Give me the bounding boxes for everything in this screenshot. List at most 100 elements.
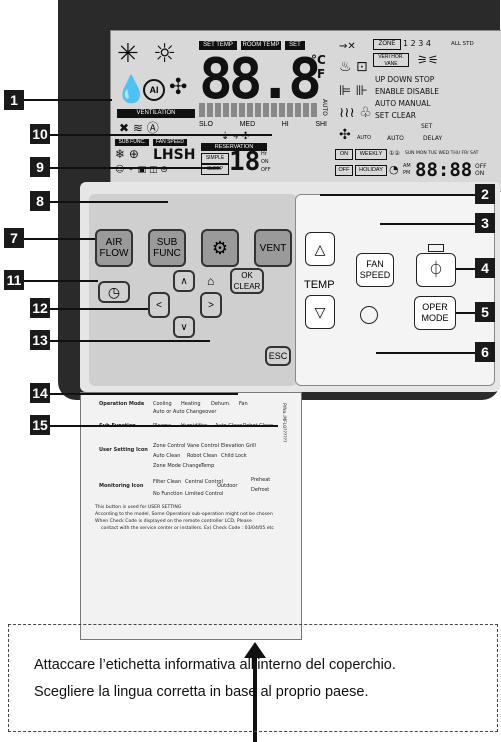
callout-14: 14 [30, 383, 50, 403]
air-flow-label: AIR FLOW [99, 237, 129, 259]
ventilation-label: VENTILATION [117, 109, 195, 118]
up-down-stop: UP DOWN STOP [375, 75, 435, 84]
room-temp-label: ROOM TEMP [241, 41, 281, 50]
right-button[interactable]: > [200, 292, 222, 318]
oper-mode-label: OPER MODE [421, 302, 449, 323]
user-setting-button[interactable]: ⚙ [201, 229, 239, 267]
weekly-label: WEEKLY [355, 149, 387, 160]
leader-14 [50, 393, 238, 395]
ok-clear-label: OK CLEAR [233, 271, 261, 291]
up-button[interactable]: ∧ [173, 270, 195, 292]
leader-1 [24, 99, 112, 101]
reservation-hr: Hr [261, 151, 267, 157]
callout-6: 6 [475, 342, 495, 362]
fan-speed-value: LHSH [153, 147, 196, 163]
right-button-area [295, 194, 495, 386]
down-button[interactable]: ∨ [173, 316, 195, 338]
triangle-up-icon: △ [314, 240, 326, 257]
leader-8 [50, 201, 168, 203]
callout-9: 9 [30, 157, 50, 177]
status-icons-row: ☺ ⚬ ▣ ◫ ⊝ [115, 165, 168, 175]
sub-func-icons: ❄ ⊕ [115, 147, 139, 161]
note-contact: contact with the service center or insta… [101, 526, 274, 531]
leader-13 [50, 340, 210, 342]
sub-func-button[interactable]: SUB FUNC [148, 229, 186, 267]
temp-up-button[interactable]: △ [305, 232, 335, 266]
callout-2: 2 [475, 184, 495, 204]
fan-level-med: MED [239, 121, 256, 128]
leader-3 [380, 223, 475, 225]
ai-icon: AI [143, 79, 165, 101]
dehumidify-icon: 💧 [115, 75, 148, 105]
gear-icon: ⚙ [211, 237, 229, 258]
user-setting-heading: User Setting Icon [99, 447, 148, 453]
clock-icon: ◔ [389, 163, 399, 176]
leader-10 [50, 134, 272, 136]
sub-func-lcd-label: SUB FUNC. [115, 139, 149, 146]
cooling-icon: ✳ [117, 39, 139, 69]
clock-set-label: SET [421, 123, 433, 130]
sensor-button[interactable] [360, 306, 378, 324]
op-item-cooling: Cooling [153, 401, 172, 407]
op-item-fan: Fan [239, 401, 248, 407]
vane-icon: ⇝✕ [339, 41, 356, 52]
schedule-on: ON [335, 149, 353, 160]
user-item-zone-mode: Zone Mode Change [153, 463, 202, 469]
leader-7 [24, 238, 95, 240]
temp-down-button[interactable]: ▽ [305, 295, 335, 329]
arrow-right-icon: > [208, 299, 214, 311]
week-number: ①② [389, 150, 400, 157]
fan-speed-button[interactable]: FAN SPEED [356, 253, 394, 287]
user-item-auto-clean: Auto Clean [153, 453, 181, 459]
left-button[interactable]: < [148, 292, 170, 318]
note-user-setting: This button is used for USER SETTING [95, 505, 182, 510]
auto-label: AUTO [387, 135, 404, 142]
user-item-child-lock: Child Lock [221, 453, 247, 459]
days-of-week: SUN MON TUE WED THU FRI SAT [405, 151, 479, 156]
enable-disable: ENABLE DISABLE [375, 87, 440, 96]
callout-7: 7 [4, 228, 24, 248]
user-item-robot-clean: Robot Clean [187, 453, 218, 459]
vent-label: VENT [259, 242, 287, 254]
oper-mode-button[interactable]: OPER MODE [414, 296, 456, 330]
mon-item-preheat: Preheat [251, 477, 271, 483]
fan-level-shi: SHI [315, 121, 327, 128]
callout-8: 8 [30, 191, 50, 211]
part-number: P/No.:MFL0?????? [281, 403, 286, 443]
power-icon: ⏀ [427, 261, 444, 279]
arrow-up-icon: ∧ [180, 275, 188, 287]
vent-button[interactable]: VENT [254, 229, 292, 267]
op-item-dehum: Dehum. [211, 401, 231, 407]
leader-9 [50, 167, 220, 169]
power-indicator-light [428, 244, 444, 252]
op-item-auto: Auto or Auto Changeover [153, 409, 217, 415]
clock-off-on: OFF ON [475, 163, 487, 177]
leader-12 [50, 308, 148, 310]
timer-button[interactable]: ◷ [98, 281, 130, 303]
leader-5 [456, 312, 475, 314]
callout-12: 12 [30, 298, 50, 318]
air-flow-button[interactable]: AIR FLOW [95, 229, 133, 267]
callout-11: 11 [4, 270, 24, 290]
callout-5: 5 [475, 302, 495, 322]
ok-clear-button[interactable]: OK CLEAR [230, 268, 264, 294]
power-button[interactable]: ⏀ [416, 253, 456, 287]
callout-3: 3 [475, 213, 495, 233]
vent-mode-icons: ✖ ≋ Ⓐ [119, 121, 159, 135]
swing-icons: ⇣ ⤷ ✣ [221, 131, 250, 142]
note-model: According to the model, Some Operation/ … [95, 512, 273, 517]
callout-13: 13 [30, 330, 50, 350]
reservation-on: ON [261, 159, 269, 165]
reservation-off: OFF [261, 167, 271, 173]
fahrenheit-unit: °F [311, 67, 326, 81]
fan-speed-lcd-label: FAN SPEED [153, 139, 187, 146]
set-clear: SET CLEAR [375, 111, 416, 120]
callout-15: 15 [30, 415, 50, 435]
clock-icon: ◷ [107, 283, 121, 300]
reservation-digits: 18 [229, 147, 261, 177]
esc-button[interactable]: ESC [265, 346, 291, 366]
cover-label-sheet: Operation Mode Cooling Heating Dehum. Fa… [80, 392, 302, 640]
callout-1: 1 [4, 90, 24, 110]
delay-label: DELAY [423, 135, 443, 142]
mon-item-defrost: Defrost [251, 487, 270, 493]
